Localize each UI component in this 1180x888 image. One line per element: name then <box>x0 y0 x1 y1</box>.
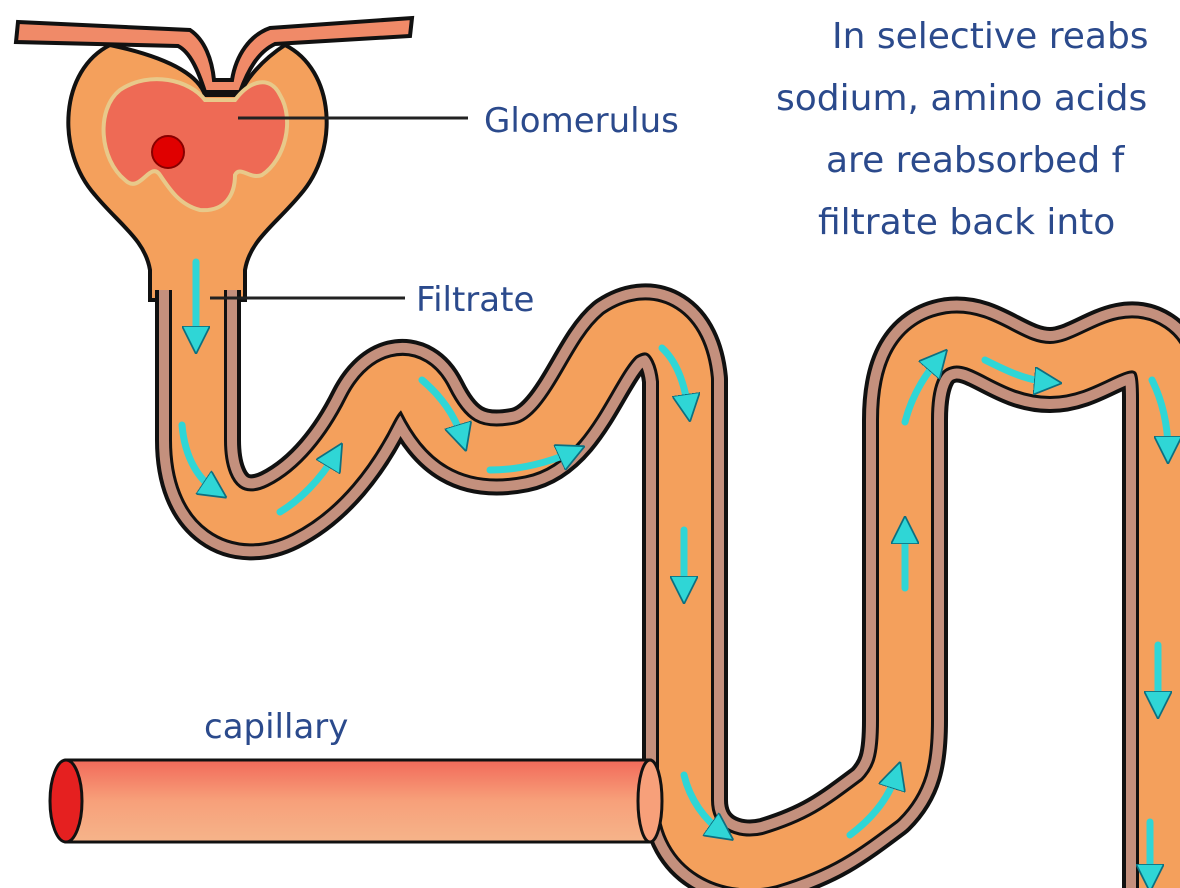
filtrate-label: Filtrate <box>416 280 534 320</box>
capillary-vessel <box>50 760 662 842</box>
afferent-dot <box>152 136 184 168</box>
caption-line: sodium, amino acids <box>776 78 1147 119</box>
caption-line: filtrate back into <box>818 202 1115 243</box>
capillary-opening <box>50 760 82 842</box>
caption-line: are reabsorbed f <box>826 140 1126 181</box>
caption: In selective reabs sodium, amino acids a… <box>776 16 1149 243</box>
caption-line: In selective reabs <box>832 16 1149 57</box>
glomerulus-label: Glomerulus <box>484 101 679 141</box>
capillary-label: capillary <box>204 707 348 747</box>
